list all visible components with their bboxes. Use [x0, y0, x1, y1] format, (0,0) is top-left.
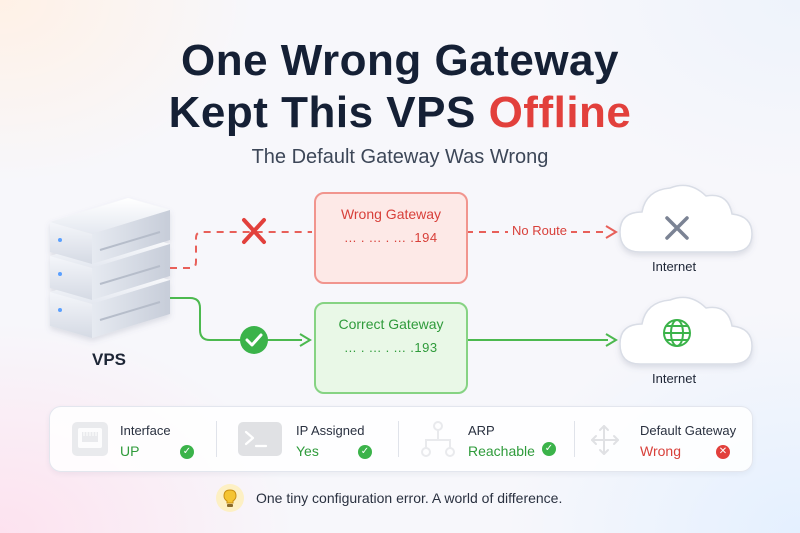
internet-label-top: Internet [652, 259, 697, 274]
status-divider [216, 421, 217, 457]
title-line-2-prefix: Kept This VPS [168, 88, 489, 137]
status-divider [574, 421, 575, 457]
correct-gateway-title: Correct Gateway [338, 316, 444, 332]
correct-gateway-box: Correct Gateway ... . ... . ... .193 [314, 302, 468, 394]
internet-label-bottom: Internet [652, 371, 697, 386]
wrong-gateway-box: Wrong Gateway ... . ... . ... .194 [314, 192, 468, 284]
status-interface-value: UP [120, 443, 140, 459]
footer-caption: One tiny configuration error. A world of… [256, 490, 563, 506]
status-arp-value: Reachable [468, 443, 535, 459]
status-divider [398, 421, 399, 457]
lightbulb-icon [216, 484, 244, 512]
subtitle: The Default Gateway Was Wrong [251, 146, 549, 168]
no-route-label: No Route [508, 223, 571, 238]
check-icon: ✓ [542, 442, 556, 456]
status-gateway-value: Wrong [640, 443, 681, 459]
status-ip-value: Yes [296, 443, 319, 459]
title-highlight: Offline [488, 88, 632, 137]
green-check-icon [240, 326, 268, 354]
x-icon: ✕ [716, 445, 730, 459]
wrong-gateway-title: Wrong Gateway [340, 206, 442, 222]
server-stack-icon [50, 198, 170, 338]
server-label: VPS [92, 350, 127, 369]
red-x-icon [242, 218, 266, 244]
status-ip-key: IP Assigned [296, 423, 365, 438]
status-interface-key: Interface [120, 423, 171, 438]
wrong-gateway-ip: ... . ... . ... .194 [344, 230, 438, 245]
title-line-2: Kept This VPS Offline [0, 88, 800, 138]
title-line-1: One Wrong Gateway [181, 36, 619, 85]
globe-icon [663, 319, 691, 347]
x-mark-icon [665, 216, 689, 240]
correct-route-line [170, 297, 618, 347]
check-icon: ✓ [180, 445, 194, 459]
correct-gateway-ip: ... . ... . ... .193 [344, 340, 438, 355]
check-icon: ✓ [358, 445, 372, 459]
status-bar: Interface UP ✓ IP Assigned Yes ✓ ARP Rea… [49, 406, 753, 472]
cloud-bottom [619, 296, 753, 365]
status-arp-key: ARP [468, 423, 495, 438]
status-gateway-key: Default Gateway [640, 423, 737, 438]
